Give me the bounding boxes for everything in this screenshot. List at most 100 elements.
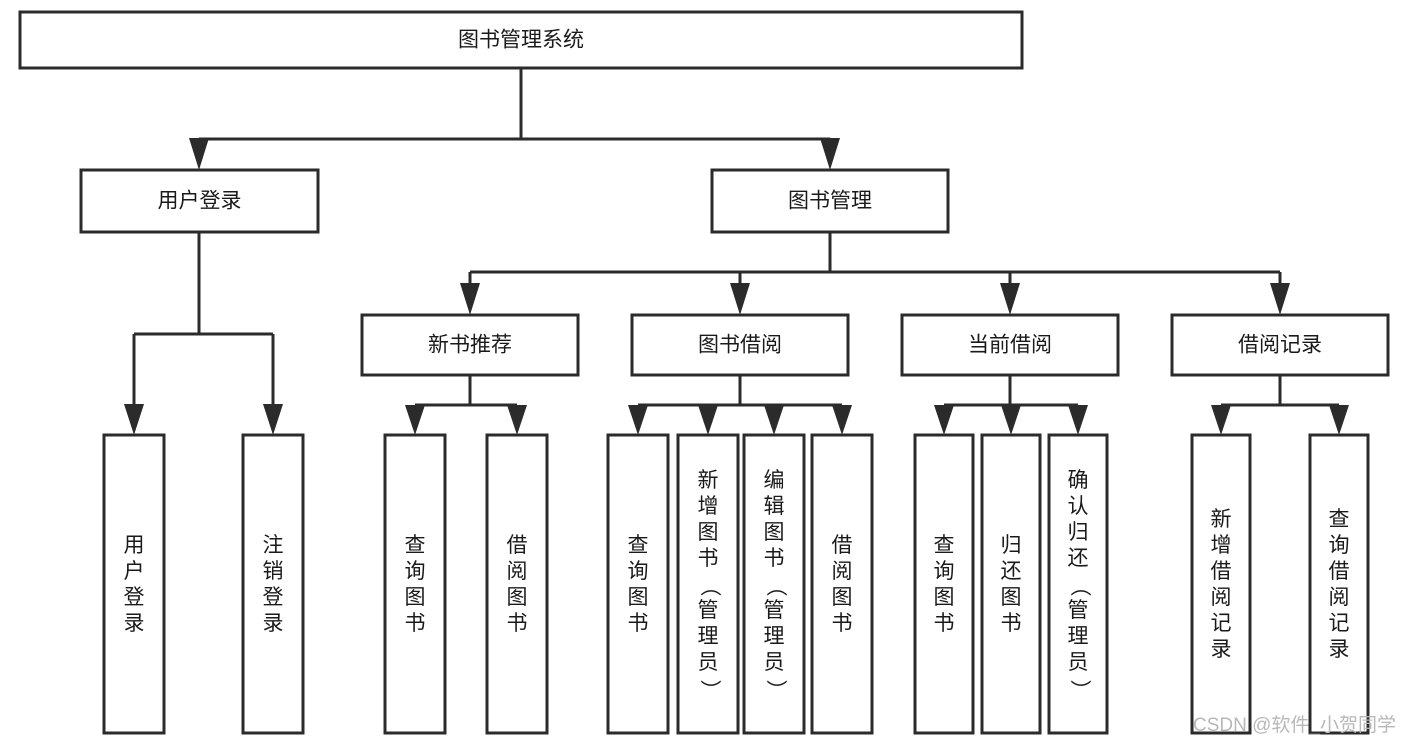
svg-text:管: 管 — [1068, 599, 1089, 622]
node-new-book-recommend-box[interactable] — [360, 313, 580, 377]
node-user-login[interactable]: 用户登录 — [79, 168, 320, 234]
svg-text:（: （ — [1068, 576, 1091, 597]
node-book-borrow-box[interactable] — [630, 313, 850, 377]
node-root[interactable]: 图书管理系统 — [18, 10, 1024, 70]
svg-text:员: 员 — [1068, 651, 1089, 674]
svg-text:注: 注 — [263, 534, 284, 557]
node-current-borrow[interactable]: 当前借阅 — [900, 313, 1120, 377]
svg-text:图: 图 — [764, 521, 785, 544]
arrow-head-leaf-edit-book — [764, 405, 784, 435]
node-leaf-user-login[interactable]: 用户登录 — [102, 433, 166, 735]
node-book-manage[interactable]: 图书管理 — [710, 168, 950, 234]
svg-text:管: 管 — [764, 599, 785, 622]
node-new-book-recommend[interactable]: 新书推荐 — [360, 313, 580, 377]
svg-text:借: 借 — [507, 534, 528, 557]
connector-group-user-login — [124, 232, 283, 435]
node-leaf-query-borrow-record-box[interactable] — [1308, 433, 1370, 735]
svg-text:辑: 辑 — [764, 495, 785, 518]
svg-text:图: 图 — [507, 586, 528, 609]
node-leaf-add-borrow-record-box[interactable] — [1190, 433, 1252, 735]
node-user-login-box[interactable] — [79, 168, 320, 234]
node-leaf-edit-book-box[interactable] — [742, 433, 806, 735]
svg-text:阅: 阅 — [1329, 586, 1350, 609]
svg-text:书: 书 — [405, 612, 426, 635]
svg-text:认: 认 — [1068, 495, 1089, 518]
node-book-manage-label: 图书管理 — [788, 190, 872, 213]
svg-text:阅: 阅 — [1211, 586, 1232, 609]
svg-text:书: 书 — [1001, 612, 1022, 635]
node-borrow-record-box[interactable] — [1170, 313, 1390, 377]
svg-text:记: 记 — [1329, 612, 1350, 635]
svg-text:确: 确 — [1068, 469, 1089, 492]
svg-text:录: 录 — [1329, 638, 1350, 661]
node-leaf-query-book-1-box[interactable] — [383, 433, 447, 735]
arrow-head-new-book-recommend — [460, 283, 480, 315]
svg-text:录: 录 — [263, 612, 284, 635]
node-leaf-user-login-box[interactable] — [102, 433, 166, 735]
svg-text:书: 书 — [698, 547, 719, 570]
svg-text:员: 员 — [698, 651, 719, 674]
node-leaf-query-book-2-box[interactable] — [606, 433, 670, 735]
svg-text:询: 询 — [1329, 534, 1350, 557]
arrow-head-leaf-query-book-3 — [934, 405, 954, 435]
svg-text:新: 新 — [1211, 508, 1232, 531]
svg-text:书: 书 — [507, 612, 528, 635]
node-leaf-borrow-book-2-box[interactable] — [810, 433, 874, 735]
arrow-head-borrow-record — [1270, 283, 1290, 315]
svg-text:图: 图 — [832, 586, 853, 609]
svg-text:询: 询 — [628, 560, 649, 583]
svg-text:归: 归 — [1068, 521, 1089, 544]
node-borrow-record-label: 借阅记录 — [1238, 334, 1322, 357]
svg-text:阅: 阅 — [507, 560, 528, 583]
arrow-head-leaf-add-book — [698, 405, 718, 435]
node-root-box[interactable] — [18, 10, 1024, 70]
arrow-head-leaf-query-book-1 — [405, 405, 425, 435]
svg-text:员: 员 — [764, 651, 785, 674]
node-current-borrow-box[interactable] — [900, 313, 1120, 377]
node-book-borrow[interactable]: 图书借阅 — [630, 313, 850, 377]
arrow-head-leaf-return-book — [1001, 405, 1021, 435]
node-leaf-logout-box[interactable] — [241, 433, 305, 735]
node-borrow-record[interactable]: 借阅记录 — [1170, 313, 1390, 377]
node-leaf-confirm-return-box[interactable] — [1047, 433, 1109, 735]
node-book-manage-box[interactable] — [710, 168, 950, 234]
arrow-head-leaf-user-login — [124, 404, 144, 435]
node-user-login-label: 用户登录 — [158, 190, 242, 213]
arrow-head-leaf-query-borrow-record — [1329, 405, 1349, 435]
svg-text:新: 新 — [698, 469, 719, 492]
node-book-borrow-label: 图书借阅 — [698, 334, 782, 357]
arrow-head-leaf-borrow-book-2 — [832, 405, 852, 435]
node-leaf-return-book-box[interactable] — [980, 433, 1042, 735]
svg-text:借: 借 — [1329, 560, 1350, 583]
node-new-book-recommend-label: 新书推荐 — [428, 334, 512, 357]
svg-text:编: 编 — [764, 469, 785, 492]
node-leaf-add-book-box[interactable] — [676, 433, 740, 735]
svg-text:询: 询 — [934, 560, 955, 583]
node-leaf-borrow-book-1-box[interactable] — [485, 433, 549, 735]
connector-group-borrow-record — [1211, 375, 1349, 435]
node-leaf-query-book-3-box[interactable] — [913, 433, 975, 735]
leaf-node-layer: 用户登录注销登录查询图书借阅图书查询图书新增图书（管理员）编辑图书（管理员）借阅… — [102, 433, 1370, 735]
svg-text:增: 增 — [1211, 534, 1232, 557]
svg-text:）: ） — [1068, 680, 1091, 701]
svg-text:图: 图 — [934, 586, 955, 609]
arrow-head-leaf-logout — [263, 404, 283, 435]
